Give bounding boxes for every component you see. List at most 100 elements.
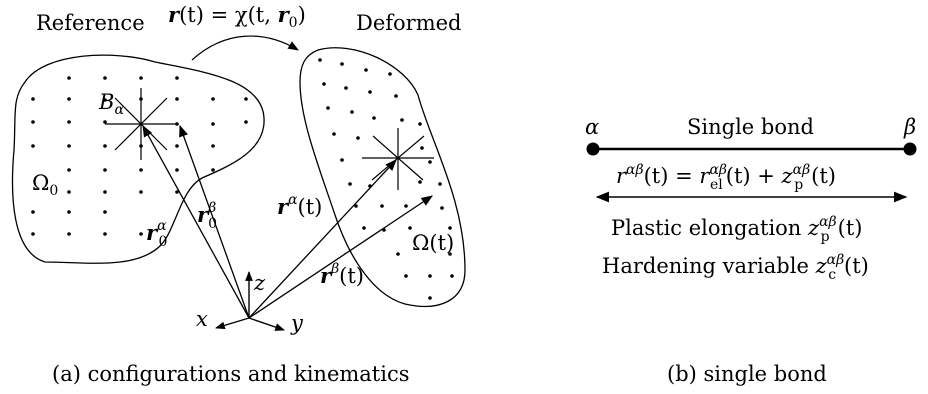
particle-dot <box>175 144 179 148</box>
axis-y-line <box>248 317 285 331</box>
particle-dot <box>356 136 360 140</box>
caption-a: (a) configurations and kinematics <box>52 362 410 386</box>
particle-dot <box>175 76 179 80</box>
particle-dot <box>372 116 376 120</box>
particle-dot <box>364 68 368 72</box>
reference-body-outline <box>11 54 265 264</box>
particle-dot <box>67 190 71 194</box>
particle-dot <box>340 158 344 162</box>
particle-dot <box>438 182 442 186</box>
particle-dot <box>211 168 215 172</box>
particle-dot <box>211 97 215 101</box>
particle-dot <box>408 226 412 230</box>
particle-dot <box>340 62 344 66</box>
particle-dot <box>420 146 424 150</box>
particle-dot <box>418 122 422 126</box>
particle-dot <box>175 97 179 101</box>
particle-dot <box>103 76 107 80</box>
particle-dot <box>244 97 248 101</box>
particle-dot <box>396 252 400 256</box>
deformed-label: Deformed <box>356 11 462 35</box>
particle-dot <box>139 76 143 80</box>
particle-dot <box>400 118 404 122</box>
particle-dot <box>67 120 71 124</box>
beta-node-label: β <box>903 115 916 139</box>
particle-dot <box>354 204 358 208</box>
particle-dot <box>428 296 432 300</box>
particle-dot <box>322 82 326 86</box>
particle-dot <box>31 232 35 236</box>
particle-dot <box>211 122 215 126</box>
particle-dot <box>103 168 107 172</box>
b-alpha-label: Bα <box>98 90 124 118</box>
alpha-node <box>586 142 600 156</box>
vector-r0-beta <box>179 124 250 319</box>
vector-r-beta-t <box>248 195 433 319</box>
axis-z-label: z <box>253 271 266 295</box>
position-vectors <box>142 124 433 319</box>
particle-dot <box>103 210 107 214</box>
reference-label: Reference <box>36 11 145 35</box>
particle-dot <box>368 90 372 94</box>
particle-dot <box>318 58 322 62</box>
particle-dot <box>175 168 179 172</box>
particle-dot <box>31 120 35 124</box>
particle-dot <box>67 76 71 80</box>
particle-dot <box>448 252 452 256</box>
beta-node <box>903 142 917 156</box>
axis-x-label: x <box>196 307 208 331</box>
particle-dot <box>103 144 107 148</box>
particle-dot <box>67 144 71 148</box>
reference-particles <box>31 76 248 236</box>
particle-dot <box>67 97 71 101</box>
omega0-label: Ω0 <box>32 171 58 199</box>
bond-title: Single bond <box>687 115 814 139</box>
particle-dot <box>394 94 398 98</box>
particle-dot <box>31 144 35 148</box>
particle-dot <box>67 210 71 214</box>
particle-dot <box>332 132 336 136</box>
particle-dot <box>404 204 408 208</box>
r-alpha-t-label: rα(t) <box>277 192 322 219</box>
particle-dot <box>103 98 107 102</box>
caption-b: (b) single bond <box>667 362 827 386</box>
coordinate-axes <box>215 271 285 331</box>
particle-dot <box>31 210 35 214</box>
deformed-particles <box>318 58 454 300</box>
particle-dot <box>244 120 248 124</box>
particle-dot <box>380 204 384 208</box>
particle-dot <box>103 190 107 194</box>
vector-r0-alpha <box>142 124 250 319</box>
particle-dot <box>103 232 107 236</box>
omega-t-label: Ω(t) <box>412 231 454 255</box>
particle-dot <box>348 182 352 186</box>
mapping-arrow <box>191 35 299 61</box>
particle-dot <box>344 86 348 90</box>
particle-dot <box>440 206 444 210</box>
particle-dot <box>67 168 71 172</box>
deformed-body-outline <box>299 47 466 308</box>
particle-dot <box>139 232 143 236</box>
particle-dot <box>404 274 408 278</box>
r-beta-t-label: rβ(t) <box>320 261 364 288</box>
particle-dot <box>31 97 35 101</box>
particle-dot <box>350 110 354 114</box>
particle-dot <box>362 226 366 230</box>
deformed-horizon-star <box>362 128 434 190</box>
particle-dot <box>103 120 107 124</box>
particle-dot <box>67 232 71 236</box>
particle-dot <box>211 144 215 148</box>
reference-horizon-star <box>105 88 177 160</box>
panel-a: Reference Deformed r(t) = χ(t, r0) Bα Ω0… <box>11 2 466 386</box>
particle-dot <box>326 106 330 110</box>
axis-x-line <box>215 317 250 330</box>
vector-r-alpha-t <box>248 159 397 319</box>
particle-dot <box>450 274 454 278</box>
axis-y-label: y <box>290 311 304 335</box>
